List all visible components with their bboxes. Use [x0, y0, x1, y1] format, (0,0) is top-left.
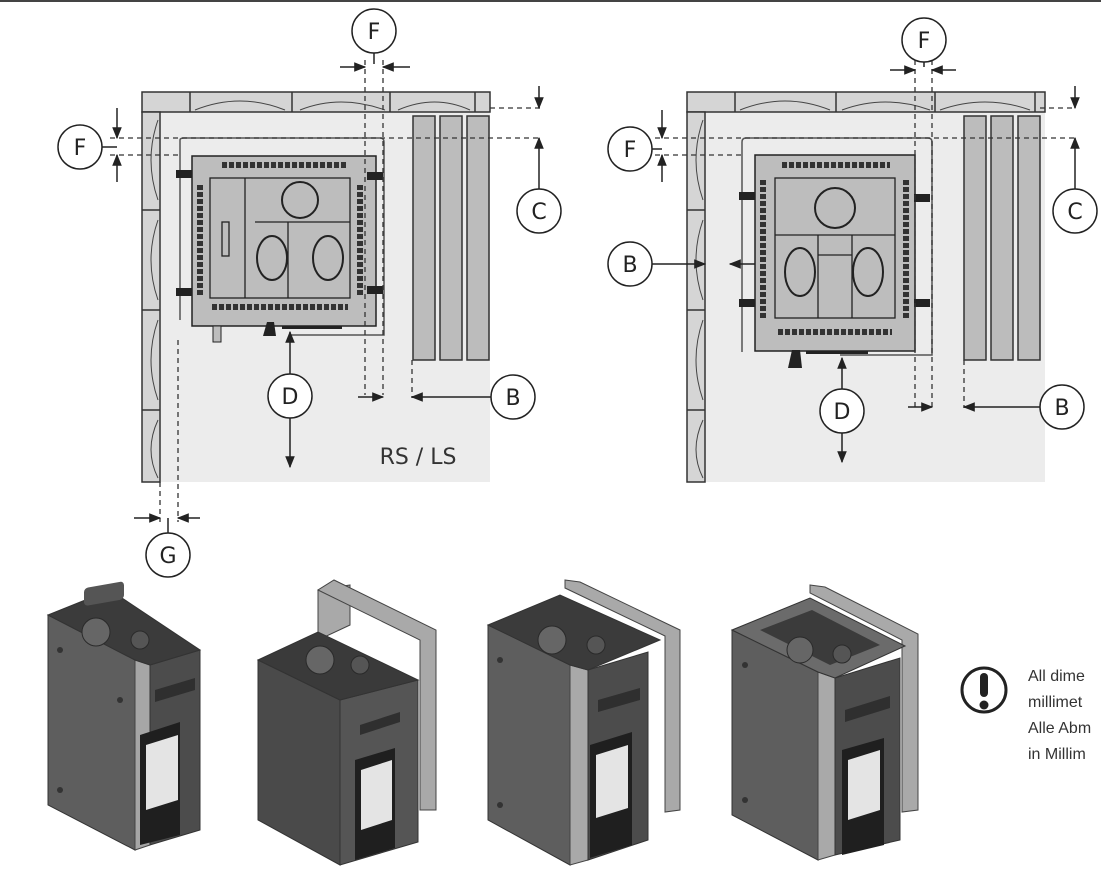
label-text: D — [834, 400, 851, 425]
label-text: C — [1067, 200, 1082, 225]
floorplan-rs-ls: F F C B D G RS / LS — [57, 8, 562, 578]
top-wall — [686, 91, 1046, 113]
label-d: D — [819, 388, 865, 434]
floorplan-variant-2: F F C B B D — [607, 17, 1098, 483]
label-text: F — [368, 20, 381, 45]
heater-render-1 — [46, 581, 202, 851]
label-text: G — [159, 544, 176, 569]
label-f-top: F — [901, 17, 947, 63]
dimension-guides — [655, 60, 1075, 408]
exclamation-icon — [960, 666, 1008, 714]
heater-render-2 — [256, 579, 437, 866]
label-text: C — [531, 200, 546, 225]
heater-top-view — [176, 155, 383, 343]
label-text: B — [1054, 396, 1069, 421]
label-text: F — [918, 29, 931, 54]
stone-panels — [412, 115, 490, 361]
label-b-right: B — [1039, 384, 1085, 430]
label-text: D — [282, 385, 299, 410]
note-line: All dime — [1028, 668, 1085, 685]
label-c: C — [1052, 188, 1098, 234]
label-g: G — [145, 532, 191, 578]
label-text: F — [624, 138, 637, 163]
label-d: D — [267, 373, 313, 419]
note-line: in Millim — [1028, 746, 1086, 763]
dimensions-note: All dime millimet Alle Abm in Millim — [1028, 664, 1101, 768]
top-wall — [141, 91, 491, 113]
label-f-left: F — [607, 126, 653, 172]
heater-render-3 — [486, 579, 681, 866]
note-line: Alle Abm — [1028, 720, 1092, 737]
label-f-left: F — [57, 124, 103, 170]
note-line: millimet — [1028, 694, 1083, 711]
label-b-left: B — [607, 241, 653, 287]
stone-panels — [963, 115, 1041, 361]
label-c: C — [516, 188, 562, 234]
label-b: B — [490, 374, 536, 420]
heater-top-view — [739, 154, 930, 368]
heater-render-4 — [730, 584, 919, 861]
label-text: F — [74, 136, 87, 161]
label-f-top: F — [351, 8, 397, 54]
variant-label: RS / LS — [380, 445, 457, 470]
left-wall — [686, 111, 706, 483]
left-wall — [141, 111, 161, 483]
dimension-arrows — [100, 48, 544, 534]
label-text: B — [622, 253, 637, 278]
label-text: B — [505, 386, 520, 411]
